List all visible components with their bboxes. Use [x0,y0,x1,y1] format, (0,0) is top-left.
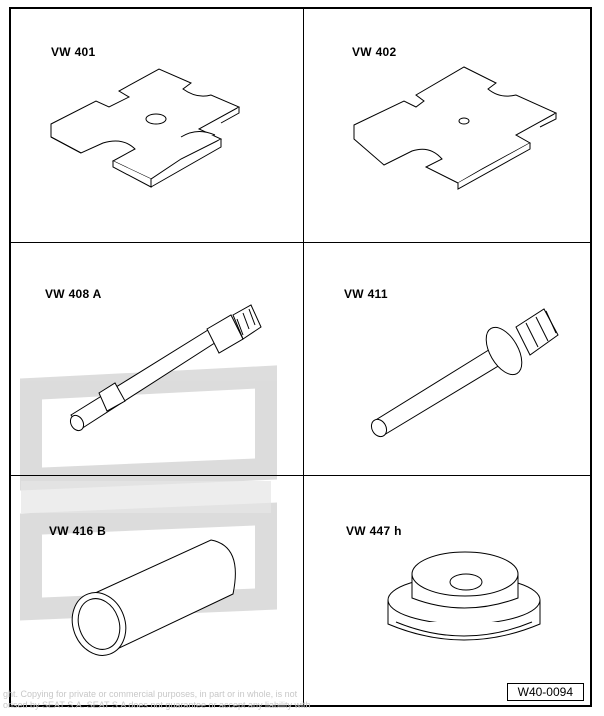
plate-401-drawing [50,68,241,188]
grid-divider-2 [11,475,590,476]
disc-447h-drawing [387,551,541,641]
tool-label: VW 408 A [45,287,102,301]
mandrel-408a-drawing [69,304,262,432]
tool-label: VW 447 h [346,524,402,538]
tool-cell-vw402: VW 402 [304,9,594,241]
tool-cell-vw416b: VW 416 B [11,476,301,708]
copyright-line: ght. Copying for private or commercial p… [3,689,298,699]
sleeve-416b-drawing [71,539,236,656]
tool-sheet: VW 401 VW 402 VW 408 A [3,7,594,710]
tool-cell-vw411: VW 411 [304,243,594,475]
grid-vertical-divider [303,9,304,705]
tool-cell-vw408a: VW 408 A [11,243,301,475]
copyright-line: orised by SEAT S.A. SEAT S.A does not gu… [3,700,311,710]
grid-divider-1 [11,242,590,243]
drift-411-drawing [370,308,559,438]
tool-label: VW 411 [344,287,388,301]
tool-label: VW 416 B [49,524,107,538]
tool-label: VW 401 [51,45,96,59]
copyright-notice: ght. Copying for private or commercial p… [3,689,403,711]
document-number: W40-0094 [506,683,584,701]
tool-cell-vw447h: VW 447 h [304,476,594,708]
plate-402-drawing [353,66,558,190]
tool-label: VW 402 [352,45,397,59]
tool-cell-vw401: VW 401 [11,9,301,241]
